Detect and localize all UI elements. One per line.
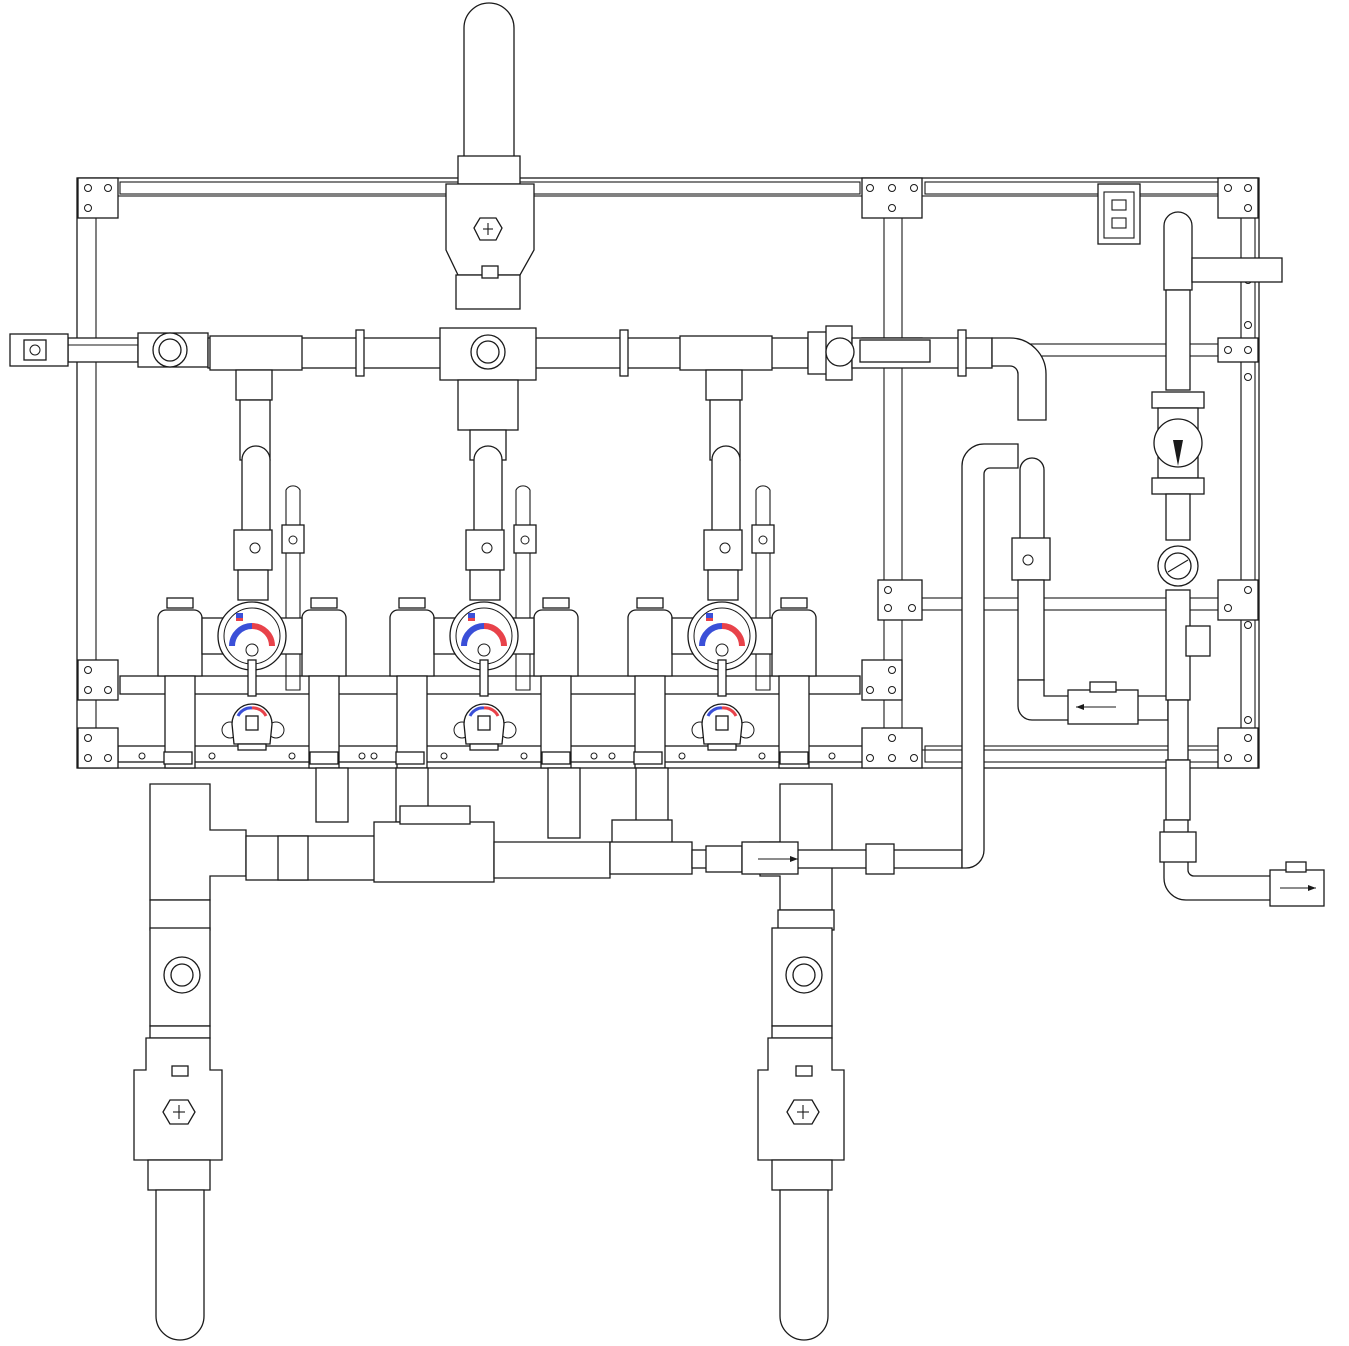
left-union-icon — [9, 333, 138, 367]
mixing-valve-stations — [138, 597, 836, 769]
top-ball-valve-icon — [473, 217, 503, 241]
riser-left — [233, 369, 305, 691]
cartridge-valve-icon — [453, 703, 517, 751]
cartridge-valve-icon — [221, 703, 285, 751]
left-outlet-downleg — [133, 899, 223, 1341]
pump-arrow-icon — [1153, 418, 1203, 468]
flow-arrow-icon — [758, 856, 798, 862]
temperature-dial-icon — [449, 601, 519, 671]
temperature-dial-icon — [217, 601, 287, 671]
right-vertical-line — [1151, 211, 1283, 761]
outlet-manifold — [149, 767, 833, 911]
riser-center — [457, 379, 537, 691]
riser-right — [703, 369, 775, 691]
mixing-valve-station-2 — [370, 597, 598, 769]
cartridge-valve-icon — [691, 703, 755, 751]
outlet-line — [1159, 759, 1325, 907]
mixing-valve-station-3 — [608, 597, 836, 769]
ball-valve-icon — [249, 535, 768, 554]
left-thermometer-icon — [152, 332, 188, 368]
center-thermometer-icon — [470, 334, 506, 370]
top-inlet-pipe — [445, 2, 535, 310]
check-valve-icon — [1067, 681, 1139, 725]
mixing-valve-station-1 — [138, 597, 366, 769]
right-outlet-downleg — [757, 909, 845, 1341]
supply-header — [67, 325, 1047, 421]
header-union-icon — [825, 337, 855, 367]
pressure-gauge-icon — [1157, 545, 1199, 587]
electrical-outlet-icon — [1097, 183, 1141, 245]
